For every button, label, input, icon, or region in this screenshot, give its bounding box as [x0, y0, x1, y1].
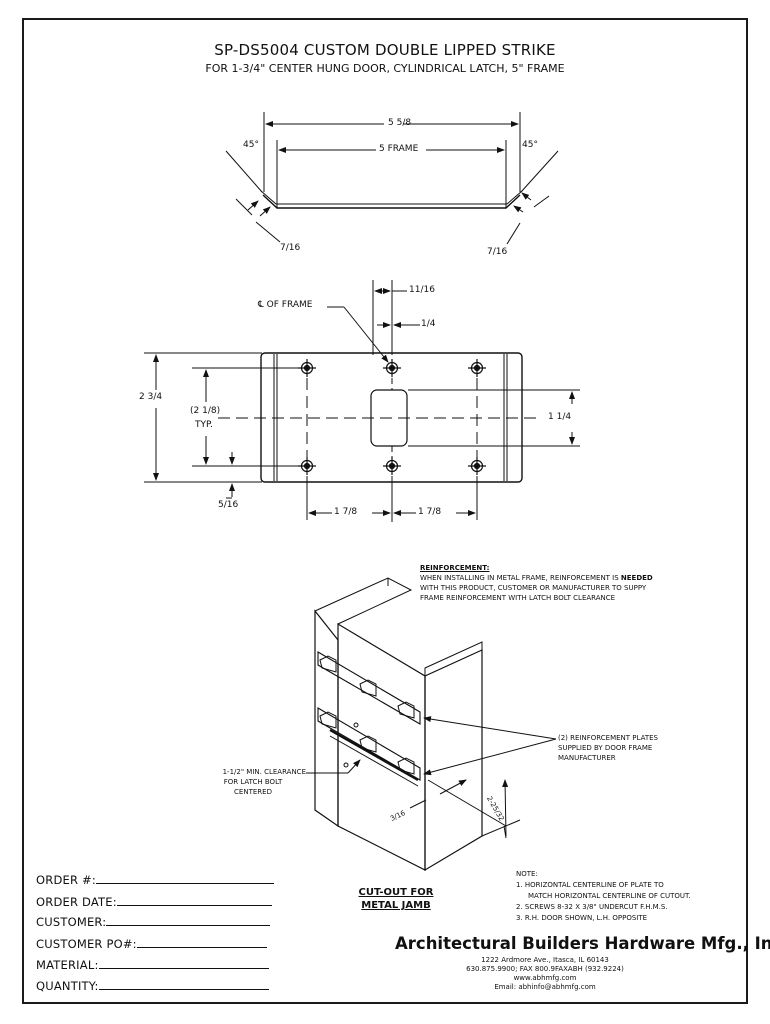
- note-3: 3. R.H. DOOR SHOWN, L.H. OPPOSITE: [516, 914, 648, 922]
- field-customer: CUSTOMER:: [36, 915, 271, 929]
- company-email: Email: abhinfo@abhmfg.com: [494, 983, 596, 991]
- dim-edge-offset: 5/16: [218, 500, 239, 510]
- drawing-border: [22, 18, 748, 1004]
- plan-view: [144, 280, 580, 522]
- profile-view: [225, 112, 559, 245]
- field-order-date: ORDER DATE:: [36, 895, 272, 909]
- clearance-note-1: 1-1/2" MIN. CLEARANCE: [222, 768, 306, 776]
- dim-left-spacing: 1 7/8: [334, 507, 358, 517]
- dim-top-wide: 11/16: [409, 285, 435, 295]
- dim-cutout-height: 1 1/4: [548, 412, 572, 422]
- note-1-cont: MATCH HORIZONTAL CENTERLINE OF CUTOUT.: [528, 892, 691, 900]
- company-address: 1222 Ardmore Ave., Itasca, IL 60143: [481, 956, 609, 964]
- note-2: 2. SCREWS 8-32 X 3/8" UNDERCUT F.H.M.S.: [516, 903, 668, 911]
- dim-hole-spacing-note: TYP.: [195, 420, 213, 430]
- reinforcement-line-1: WHEN INSTALLING IN METAL FRAME, REINFORC…: [420, 574, 653, 582]
- isometric-view: [306, 577, 557, 872]
- drawing-title: SP-DS5004 CUSTOM DOUBLE LIPPED STRIKE: [214, 41, 556, 59]
- reinforcement-line-2: WITH THIS PRODUCT, CUSTOMER OR MANUFACTU…: [420, 584, 647, 592]
- dim-top-narrow: 1/4: [421, 319, 436, 329]
- reinforcement-heading: REINFORCEMENT:: [420, 564, 490, 572]
- dim-plate-height: 2 3/4: [139, 392, 163, 402]
- centerline-of-frame-label: ℄ OF FRAME: [258, 300, 313, 310]
- dim-left-angle: 45°: [243, 140, 259, 150]
- reinforcement-line-3: FRAME REINFORCEMENT WITH LATCH BOLT CLEA…: [420, 594, 616, 602]
- company-phone: 630.875.9900; FAX 800.9FAXABH (932.9224): [466, 965, 624, 973]
- dim-frame-width: 5 FRAME: [379, 144, 419, 154]
- dim-left-lip: 7/16: [280, 243, 301, 253]
- dim-right-angle: 45°: [522, 140, 538, 150]
- note-1: 1. HORIZONTAL CENTERLINE OF PLATE TO: [516, 881, 664, 889]
- field-order-number: ORDER #:: [36, 873, 274, 887]
- clearance-note-3: CENTERED: [234, 788, 272, 796]
- reinforcement-needed: NEEDED: [620, 574, 653, 582]
- notes-heading: NOTE:: [516, 870, 538, 878]
- drawing-subtitle: FOR 1-3/4" CENTER HUNG DOOR, CYLINDRICAL…: [205, 62, 565, 75]
- dim-hole-spacing: (2 1/8): [190, 406, 221, 416]
- field-quantity: QUANTITY:: [36, 979, 269, 993]
- plates-note-1: (2) REINFORCEMENT PLATES: [558, 734, 658, 742]
- field-material: MATERIAL:: [36, 958, 269, 972]
- dim-right-lip: 7/16: [487, 247, 508, 257]
- company-name: Architectural Builders Hardware Mfg., In…: [395, 934, 770, 953]
- dim-overall-width: 5 5/8: [388, 118, 412, 128]
- field-customer-po: CUSTOMER PO#:: [36, 937, 267, 951]
- plates-note-3: MANUFACTURER: [558, 754, 616, 762]
- dim-right-spacing: 1 7/8: [418, 507, 442, 517]
- plates-note-2: SUPPLIED BY DOOR FRAME: [558, 744, 653, 752]
- clearance-note-2: FOR LATCH BOLT: [223, 778, 283, 786]
- company-web: www.abhmfg.com: [513, 974, 577, 982]
- screw-holes: [298, 359, 486, 475]
